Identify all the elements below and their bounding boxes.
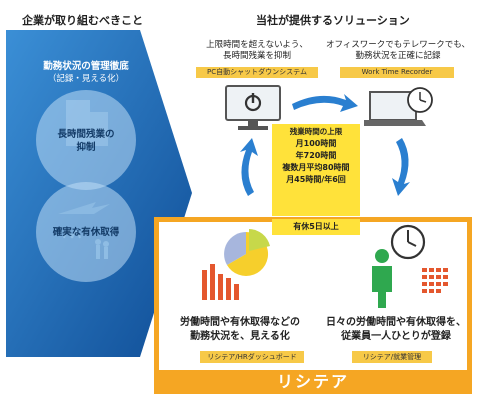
top-right-caption: オフィスワークでもテレワークでも、 勤務状況を正確に記録 xyxy=(325,40,471,61)
brand-bar: リシテア xyxy=(154,370,472,394)
overtime-circle: 長時間残業の 抑制 xyxy=(36,90,136,190)
dashboard-chart-icon xyxy=(202,229,270,300)
overtime-label: 長時間残業の 抑制 xyxy=(57,129,115,153)
bottom-left-caption: 労働時間や有休取得などの 勤務状況を、見える化 xyxy=(180,317,300,342)
vacation-icon xyxy=(58,202,110,259)
overtime-limit-box: 残業時間の上限 月100時間 年720時間 複数月平均80時間 月45時間/年6… xyxy=(272,124,360,216)
leave-label: 確実な有休取得 xyxy=(52,227,120,238)
leave-circle: 確実な有休取得 xyxy=(36,182,136,282)
left-panel: 勤務状況の管理徹底 （記録・見える化） 長時間残業の 抑制 確実な有休取得 xyxy=(6,30,192,357)
bottom-right-tag: リシテア/就業管理 xyxy=(352,351,432,363)
top-left-tag: PC自動シャットダウンシステム xyxy=(196,67,318,78)
employee-clock-icon xyxy=(372,224,448,308)
left-panel-subtitle: （記録・見える化） xyxy=(47,74,125,84)
laptop-clock-icon xyxy=(364,87,433,126)
right-header: 当社が提供するソリューション xyxy=(256,14,410,27)
limit-heading: 残業時間の上限 xyxy=(289,127,343,136)
limit-line-3: 複数月平均80時間 xyxy=(282,163,350,172)
arrow-top xyxy=(292,94,358,112)
pc-shutdown-icon xyxy=(225,85,281,130)
top-right-tag: Work Time Recorder xyxy=(340,67,454,78)
limit-line-4: 月45時間/年6回 xyxy=(286,175,346,184)
building-icon xyxy=(66,100,108,146)
limit-line-1: 月100時間 xyxy=(295,139,337,148)
left-panel-title: 勤務状況の管理徹底 （記録・見える化） xyxy=(26,60,146,86)
left-header: 企業が取り組むべきこと xyxy=(22,14,143,27)
bottom-right-caption: 日々の労働時間や有休取得を、 従業員一人ひとりが登録 xyxy=(326,317,466,342)
left-panel-title-text: 勤務状況の管理徹底 xyxy=(43,61,129,72)
bottom-left-tag: リシテア/HRダッシュボード xyxy=(200,351,304,363)
arrow-left xyxy=(240,138,258,196)
arrow-right xyxy=(392,138,410,196)
top-left-caption: 上限時間を超えないよう、 長時間残業を抑制 xyxy=(206,40,308,61)
paid-leave-box: 有休5日以上 xyxy=(272,219,360,235)
limit-line-2: 年720時間 xyxy=(295,151,337,160)
